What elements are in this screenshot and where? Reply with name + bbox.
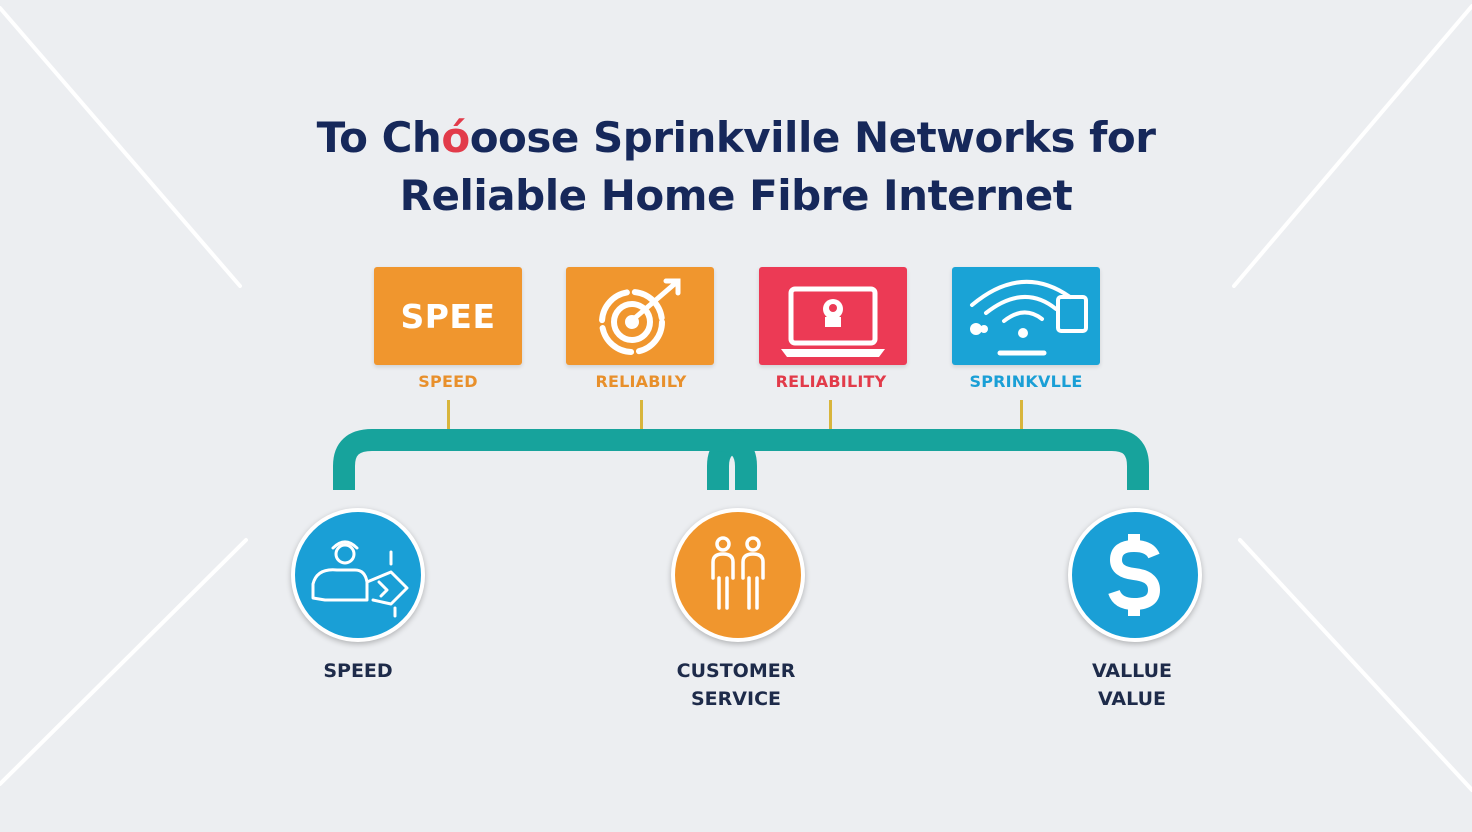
tile-wifi: [952, 267, 1100, 365]
tile-label-reliabily: RELIABILY: [595, 372, 687, 391]
target-icon: [599, 278, 681, 355]
feature-circle-speed: [291, 508, 425, 642]
title-mark: ó: [441, 113, 470, 162]
stem-4: [1020, 400, 1023, 432]
page-title-line-1: To Chóoose Sprinkville Networks for: [0, 110, 1472, 166]
tile-speed: SPEE: [374, 267, 522, 365]
page-title-line-2: Reliable Home Fibre Internet: [399, 171, 1073, 220]
stem-1: [447, 400, 450, 432]
feature-label-customer-service: CUSTOMER SERVICE: [626, 657, 846, 713]
tile-target: [566, 267, 714, 365]
tile-laptop: [759, 267, 907, 365]
feature-label-customer-line-2: SERVICE: [691, 688, 781, 710]
dollar-icon: [1108, 534, 1161, 616]
stem-2: [640, 400, 643, 432]
feature-label-speed-line-1: SPEED: [323, 660, 393, 682]
feature-label-customer-line-1: CUSTOMER: [676, 660, 796, 682]
feature-label-value-line-2: VALUE: [1098, 688, 1166, 710]
title-part-end: oose Sprinkville Networks for: [469, 113, 1156, 162]
feature-label-speed: SPEED: [248, 657, 468, 685]
feature-circle-customer-service: [671, 508, 805, 642]
feature-circle-value: [1068, 508, 1202, 642]
laptop-icon: [781, 286, 885, 357]
feature-label-value: VALLUE VALUE: [1022, 657, 1242, 713]
tile-label-sprinkvlle: SPRINKVLLE: [969, 372, 1083, 391]
title-part-start: To Ch: [316, 113, 442, 162]
feature-label-value-line-1: VALLUE: [1091, 660, 1173, 682]
people-icon: [711, 536, 765, 610]
tile-speed-text: SPEE: [400, 296, 496, 336]
person-map-icon: [311, 540, 409, 618]
tile-label-speed: SPEED: [418, 372, 478, 391]
tile-label-reliability: RELIABILITY: [775, 372, 887, 391]
wifi-devices-icon: [970, 279, 1088, 356]
stem-3: [829, 400, 832, 432]
